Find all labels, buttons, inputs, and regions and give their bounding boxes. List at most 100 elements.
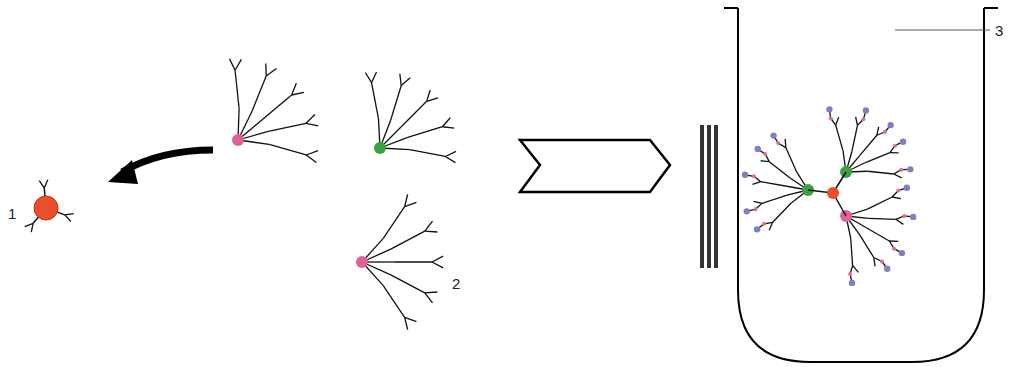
branch: [860, 135, 877, 155]
callout-number: 2: [452, 276, 460, 291]
branch: [890, 152, 899, 154]
branch: [859, 234, 874, 257]
branch: [306, 115, 315, 124]
branch: [425, 221, 433, 231]
branch: [851, 238, 853, 265]
end-group: [907, 166, 913, 172]
branch: [230, 59, 236, 70]
core-ball: [34, 196, 58, 220]
branch: [266, 69, 276, 76]
curved-arrow: [122, 150, 213, 172]
branch: [867, 197, 892, 209]
branch: [865, 227, 889, 241]
linker-dot: [883, 130, 887, 134]
focal-point: [374, 142, 386, 154]
end-group: [770, 132, 776, 138]
branch: [252, 76, 266, 112]
branch: [427, 98, 438, 101]
branch: [868, 218, 895, 220]
linker-dot: [893, 144, 897, 148]
branch: [235, 70, 239, 108]
end-group: [900, 139, 906, 145]
arrow-head: [108, 160, 138, 184]
branch: [769, 162, 790, 178]
branch: [391, 275, 425, 293]
linker-dot: [848, 272, 852, 276]
end-group: [742, 172, 748, 178]
branch: [836, 117, 839, 125]
end-group: [754, 226, 760, 232]
dendrons: [25, 59, 917, 330]
branch: [852, 125, 857, 151]
branch: [306, 123, 318, 126]
end-group: [826, 106, 832, 112]
branch: [786, 148, 797, 172]
branch: [425, 293, 433, 303]
branch: [65, 215, 71, 222]
branch: [425, 291, 438, 293]
branch: [773, 203, 791, 222]
branch: [400, 74, 401, 86]
branch: [754, 201, 762, 203]
linker-dot: [880, 259, 884, 263]
branch: [401, 101, 427, 127]
branch: [425, 230, 438, 232]
core-ball: [827, 187, 839, 199]
test-tube: [738, 8, 984, 362]
end-group: [904, 185, 910, 191]
branch: [889, 240, 898, 242]
branch: [405, 317, 417, 321]
plate: [707, 125, 711, 268]
leader-line: [895, 30, 990, 31]
branch: [442, 127, 454, 128]
branch: [44, 180, 48, 188]
branch: [391, 86, 402, 121]
linker-dot: [762, 222, 766, 226]
end-group: [899, 250, 905, 256]
branch: [65, 214, 74, 215]
branch: [432, 262, 443, 268]
branch: [383, 207, 405, 239]
branch: [445, 156, 455, 162]
branch: [394, 261, 433, 262]
branch: [432, 256, 443, 262]
focal-point: [356, 256, 368, 268]
plate: [700, 125, 704, 268]
end-group: [884, 266, 890, 272]
branch: [894, 174, 902, 178]
branch: [405, 202, 417, 206]
linker-dot: [754, 207, 758, 211]
branch: [442, 118, 450, 127]
branch: [896, 219, 903, 224]
linker-dot: [861, 117, 865, 121]
end-group: [849, 280, 855, 286]
plate: [714, 125, 718, 268]
branch: [265, 63, 267, 76]
branch: [874, 258, 875, 267]
end-group: [887, 122, 893, 128]
branch: [262, 95, 291, 120]
branch: [292, 83, 297, 95]
branch: [408, 127, 443, 138]
branch: [856, 117, 858, 125]
branch: [235, 59, 241, 70]
branch: [372, 83, 379, 119]
linker-dot: [763, 152, 767, 156]
linker-dot: [829, 116, 833, 120]
branch: [383, 285, 405, 317]
branch: [292, 92, 304, 95]
callout-number: 3: [995, 23, 1003, 38]
linker-dot: [899, 168, 903, 172]
branch: [892, 197, 901, 199]
linker-dot: [752, 174, 756, 178]
branch: [405, 194, 408, 206]
branch: [372, 72, 377, 83]
branch: [753, 182, 761, 185]
branch: [853, 265, 859, 272]
end-group: [863, 107, 869, 113]
branch: [836, 125, 843, 150]
linker-dot: [892, 247, 896, 251]
tube-rim: [724, 7, 738, 9]
branch: [865, 153, 889, 163]
